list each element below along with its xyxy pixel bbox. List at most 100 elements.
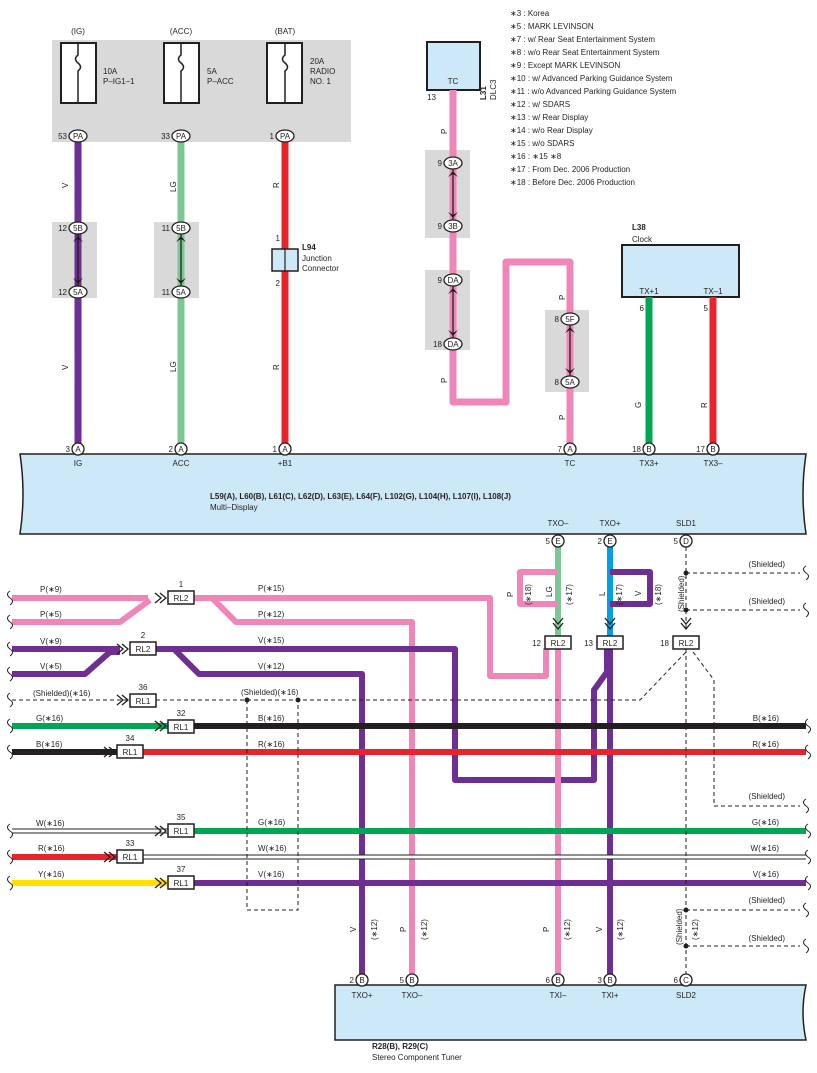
connector-code: B: [607, 976, 612, 985]
wire-break-icon: [7, 823, 13, 839]
wire-note-label: (∗18): [524, 584, 533, 605]
connector-code: B: [409, 976, 414, 985]
relay-box: [129, 693, 157, 708]
wire-label: P(∗5): [40, 610, 62, 619]
relay-label: RL1: [123, 748, 138, 757]
connector-pin-icon: [278, 442, 292, 456]
note-item: ∗14 : w/o Rear Display: [510, 126, 593, 135]
wire-label: R(∗16): [752, 740, 779, 749]
junction-block-bg: [154, 222, 199, 298]
dlc3-connector: TC 13 L31 DLC3: [426, 41, 498, 102]
connector-code: 3A: [448, 159, 458, 168]
pin-number: 11: [162, 224, 171, 233]
l94-pin: 2: [276, 279, 281, 288]
wire-color-label: P: [440, 378, 449, 383]
pin-label: TC: [565, 459, 576, 468]
tuner-box: [334, 984, 807, 1041]
relay-pin: 34: [126, 734, 135, 743]
dlc3-id: L31: [479, 86, 488, 100]
pin-number: 8: [555, 315, 560, 324]
connector-code: E: [607, 537, 612, 546]
wire-color-label: V: [61, 182, 70, 188]
pin-number: 5: [546, 537, 551, 546]
wires-layer: [12, 90, 806, 980]
chevron-right-icon: [154, 825, 168, 837]
connector-code: DA: [447, 340, 459, 349]
clock-name: Clock: [632, 235, 653, 244]
wire-label: P(∗15): [258, 584, 285, 593]
wire-color-label: G: [634, 402, 643, 408]
pin-number: 9: [438, 222, 443, 231]
chevron-right-icon: [154, 720, 168, 732]
clock-terminal: TX–1: [703, 287, 723, 296]
wire-color-label: LG: [545, 586, 554, 597]
chevron-down-icon: [680, 617, 692, 631]
fuse-name-line2: NO. 1: [310, 77, 331, 86]
relay-box: [116, 744, 144, 759]
connector-pin-icon: [603, 534, 617, 548]
wire-break-icon: [805, 849, 811, 865]
connector-code: PA: [73, 132, 84, 141]
pin-number: 3: [66, 445, 71, 454]
chevron-right-icon: [103, 746, 117, 758]
pin-number: 7: [558, 445, 563, 454]
wire-label: R(∗16): [38, 844, 65, 853]
wire-v15-violet: [156, 646, 610, 783]
pin-label: SLD1: [676, 519, 697, 528]
arrow-down-icon: [176, 278, 186, 284]
note-item: ∗5 : MARK LEVINSON: [510, 22, 594, 31]
wire-note-label: (∗12): [563, 919, 572, 940]
shield-label: (Shielded): [675, 908, 684, 945]
tuner-ids: R28(B), R29(C): [372, 1042, 428, 1051]
pin-number: 1: [270, 132, 275, 141]
relay-box: [167, 875, 195, 890]
wire-label: (Shielded): [749, 560, 786, 569]
pin-number: 17: [696, 445, 705, 454]
wire-break-icon: [805, 875, 811, 891]
wire-label: B(∗16): [36, 740, 63, 749]
arrow-down-icon: [565, 368, 575, 374]
wire-label: W(∗16): [258, 844, 287, 853]
wire-label: V(∗16): [753, 870, 780, 879]
pin-number: 18: [433, 340, 442, 349]
wire-pink-loop: [517, 569, 558, 607]
note-item: ∗8 : w/o Rear Seat Entertainment System: [510, 48, 660, 57]
wire-break-icon: [805, 718, 811, 734]
relay-boxes: RL2 1 RL2 2 RL1 36 RL1 32 RL1 34 RL1 35 …: [116, 580, 700, 890]
wire-color-label: R: [272, 364, 281, 370]
wire-break-icon: [7, 666, 13, 682]
chevron-down-icon: [552, 617, 564, 631]
multi-display-name: Multi–Display: [210, 503, 258, 512]
wire-p12-pink: [209, 595, 415, 980]
wire-color-label: P: [558, 295, 567, 300]
wire-label: (Shielded): [749, 597, 786, 606]
connector-pin-icon: [679, 534, 693, 548]
fuse-acc: (ACC) 5A P–ACC: [163, 27, 234, 104]
wire-note-label: (∗12): [420, 919, 429, 940]
tuner-unit: R28(B), R29(C) Stereo Component Tuner: [334, 984, 807, 1062]
wire-break-icon: [805, 744, 811, 760]
connector-code: PA: [280, 132, 291, 141]
relay-pin: 2: [141, 631, 146, 640]
arrow-down-icon: [448, 330, 458, 336]
pin-label: TXO–: [548, 519, 569, 528]
multi-display-unit: L59(A), L60(B), L61(C), L62(D), L63(E), …: [19, 453, 807, 535]
relay-label: RL1: [174, 879, 189, 888]
notes-list: ∗3 : Korea ∗5 : MARK LEVINSON ∗7 : w/ Re…: [510, 9, 677, 187]
note-item: ∗18 : Before Dec. 2006 Production: [510, 178, 635, 187]
wire-color-label: P: [558, 415, 567, 420]
wire-violet-loop: [610, 569, 653, 607]
wire-label: (Shielded): [749, 792, 786, 801]
arrow-down-icon: [448, 212, 458, 218]
wire-p15-pink: [194, 595, 549, 679]
wire-break-icon: [803, 902, 809, 918]
wire-label: P(∗12): [258, 610, 285, 619]
chevron-down-icon: [604, 617, 616, 631]
l94-pin: 1: [276, 234, 281, 243]
wire-note-label: (∗12): [370, 919, 379, 940]
chevron-right-icon: [154, 592, 168, 604]
note-item: ∗17 : From Dec. 2006 Production: [510, 165, 630, 174]
pin-number: 2: [169, 445, 174, 454]
pin-number: 5: [400, 976, 405, 985]
